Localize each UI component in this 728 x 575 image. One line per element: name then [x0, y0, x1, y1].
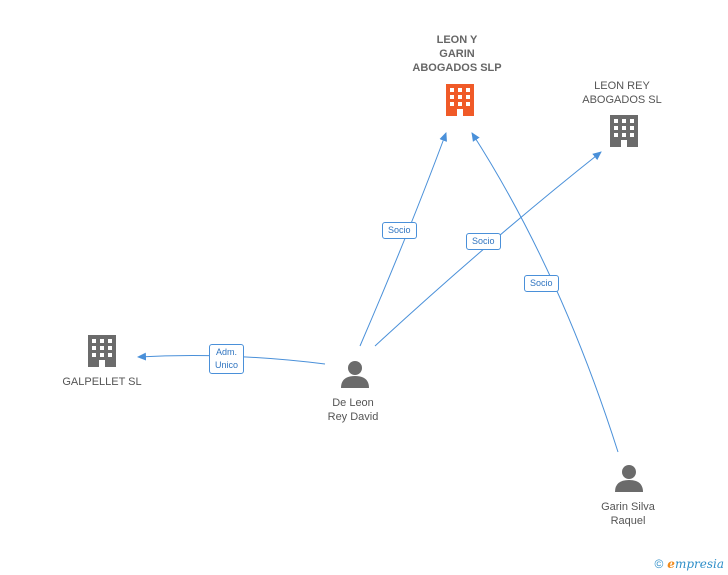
footer-brand: © empresia — [654, 557, 724, 571]
brand-logo: empresia — [667, 557, 724, 571]
node-label-galpellet[interactable]: GALPELLET SL — [62, 376, 142, 388]
building-icon[interactable] — [88, 335, 116, 367]
edge-label-socio[interactable]: Socio — [524, 275, 559, 292]
person-icon[interactable] — [615, 465, 643, 492]
person-icon[interactable] — [341, 361, 369, 388]
node-label-garin-silva[interactable]: Garin Silva Raquel — [601, 501, 655, 527]
copyright-symbol: © — [654, 557, 664, 571]
building-icon[interactable] — [446, 84, 474, 116]
node-label-leon-rey[interactable]: LEON REY ABOGADOS SL — [582, 80, 662, 106]
node-label-leon-y-garin[interactable]: LEON Y GARIN ABOGADOS SLP — [412, 34, 502, 74]
node-label-de-leon[interactable]: De Leon Rey David — [327, 397, 379, 423]
edge-garin-silva-to-leon-y-garin — [471, 132, 619, 453]
edge-label-socio[interactable]: Socio — [466, 233, 501, 250]
building-icon[interactable] — [610, 115, 638, 147]
edge-de-leon-to-leon-y-garin — [359, 132, 447, 347]
edge-label-adm-unico[interactable]: Adm. Unico — [209, 344, 245, 374]
edge-label-socio[interactable]: Socio — [382, 222, 417, 239]
